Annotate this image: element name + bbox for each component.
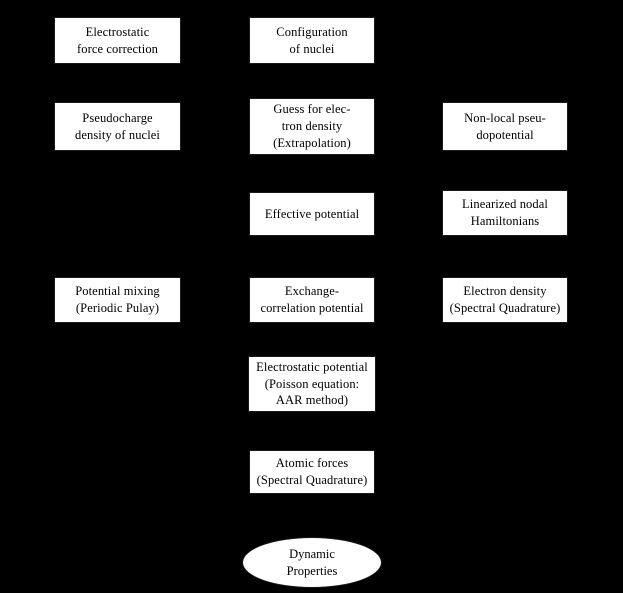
flowchart-node-electrostatic-potential: Electrostatic potential (Poisson equation…: [248, 356, 376, 412]
node-label-line: Atomic forces: [275, 456, 349, 471]
flowchart-node-atomic-forces: Atomic forces (Spectral Quadrature): [249, 450, 375, 494]
node-label-line: Electrostatic: [85, 24, 150, 39]
node-label-line: of nuclei: [289, 41, 335, 56]
node-label-line: (Periodic Pulay): [75, 301, 160, 315]
flowchart-node-electrostatic-force-correction: Electrostatic force correction: [54, 17, 181, 64]
flowchart-node-electron-density: Electron density (Spectral Quadrature): [442, 277, 568, 323]
node-label-line: (Extrapolation): [273, 135, 351, 150]
node-label-line: Hamiltonians: [470, 214, 540, 228]
node-label-line: (Poisson equation:: [264, 376, 360, 391]
node-label-line: Dynamic: [289, 546, 335, 561]
node-label-line: density of nuclei: [74, 127, 160, 142]
node-label-line: Linearized nodal: [462, 197, 548, 212]
node-label-line: (Spectral Quadrature): [256, 473, 368, 487]
node-label-line: correlation potential: [260, 301, 364, 315]
flowchart-node-pseudocharge-density-of-nuclei: Pseudocharge density of nuclei: [54, 102, 181, 151]
node-label-line: force correction: [76, 41, 159, 56]
node-label-line: Properties: [286, 563, 338, 578]
node-label-line: tron density: [281, 119, 343, 134]
flowchart-node-exchange-correlation-potential: Exchange-correlation potential: [249, 277, 375, 323]
node-label-line: Configuration: [276, 24, 348, 39]
node-label-line: dopotential: [476, 127, 534, 142]
node-label-line: Electron density: [463, 284, 547, 299]
node-label-line: AAR method): [275, 393, 349, 408]
flowchart-node-configuration-of-nuclei: Configuration of nuclei: [249, 17, 375, 64]
node-label-line: Pseudocharge: [82, 110, 153, 125]
node-label-line: Electrostatic potential: [256, 359, 368, 374]
flowchart-node-non-local-pseudopotential: Non-local pseu-dopotential: [442, 102, 568, 151]
node-label-line: Non-local pseu-: [464, 110, 546, 125]
node-label-line: (Spectral Quadrature): [449, 301, 561, 315]
node-label-line: Exchange-: [284, 284, 340, 299]
flowchart-node-potential-mixing: Potential mixing (Periodic Pulay): [54, 277, 181, 323]
node-label-line: Effective potential: [264, 206, 360, 221]
node-label-line: Guess for elec-: [273, 102, 351, 117]
node-label-line: Potential mixing: [75, 284, 160, 299]
flowchart-node-effective-potential: Effective potential: [249, 192, 375, 236]
flowchart-node-guess-for-electron-density: Guess for elec-tron density(Extrapolatio…: [249, 98, 375, 155]
